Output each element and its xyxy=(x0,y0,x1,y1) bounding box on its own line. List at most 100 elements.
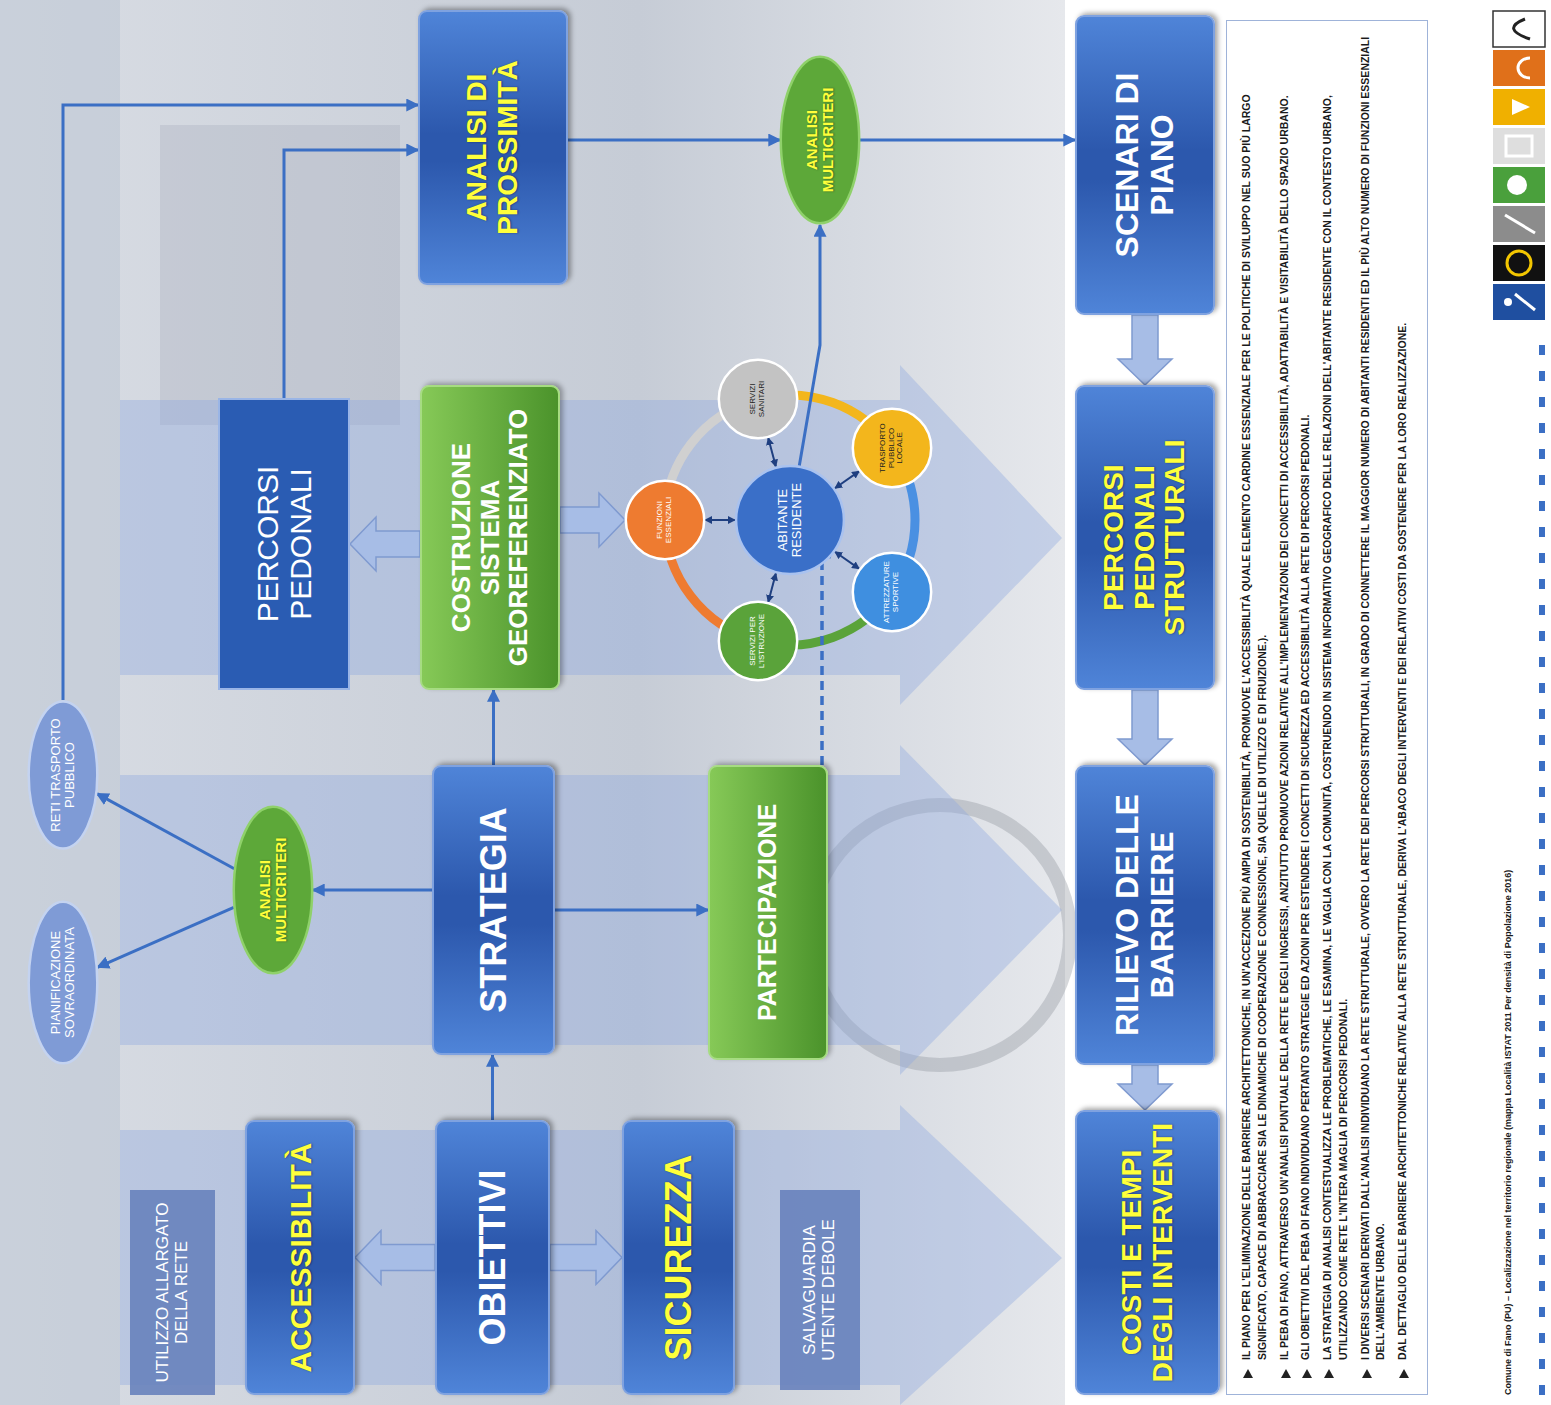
node-label: SALVAGUARDIA UTENTE DEBOLE xyxy=(801,1198,838,1382)
connector-line xyxy=(835,471,859,488)
bullet-arrow xyxy=(1399,1369,1409,1378)
block-arrow xyxy=(550,1231,622,1285)
ellipse-shape xyxy=(719,360,797,438)
node-label: RETI TRASPORTO PUBBLICO xyxy=(49,718,78,832)
flow-band-arrow xyxy=(120,1105,1062,1405)
ellipse-shape xyxy=(853,553,931,631)
node-label: UTILIZZO ALLARGATO DELLA RETE xyxy=(154,1198,191,1387)
ellipse-shape xyxy=(719,602,797,680)
ellipse-shape xyxy=(29,702,98,849)
block-arrow xyxy=(1118,690,1172,765)
icon xyxy=(1493,167,1545,203)
note-item: LA STRATEGIA DI ANALISI CONTESTUALIZZA L… xyxy=(1320,35,1352,1380)
block-arrow xyxy=(355,1231,435,1285)
ellipse-shape xyxy=(29,902,98,1064)
connector-line xyxy=(705,519,735,521)
node-label: ANALISI MULTICRITERI xyxy=(804,73,837,207)
icon xyxy=(1493,11,1545,47)
process-box: SCENARI DI PIANO xyxy=(1075,15,1215,315)
node-label: COSTI E TEMPI DEGLI INTERVENTI xyxy=(1117,1122,1179,1383)
circle-node: ATTREZZATURE SPORTIVE xyxy=(852,552,932,632)
process-box: PERCORSI PEDONALI xyxy=(218,398,350,690)
photo-background xyxy=(0,0,1065,1405)
icon-glyph xyxy=(1505,215,1535,233)
connector-line xyxy=(835,552,859,569)
circle-node: SERVIZI SANITARI xyxy=(718,359,798,439)
circle-node: SERVIZI PER L'ISTRUZIONE xyxy=(718,601,798,681)
icon-glyph xyxy=(1507,251,1531,275)
note-box: UTILIZZO ALLARGATO DELLA RETE xyxy=(130,1190,215,1395)
icon xyxy=(1493,128,1545,164)
process-box: ACCESSIBILITÀ xyxy=(245,1120,355,1395)
note-text: IL PIANO PER L'ELIMINAZIONE DELLE BARRIE… xyxy=(1240,94,1268,1360)
bullet-arrow xyxy=(1302,1369,1312,1378)
bullet-arrow xyxy=(1243,1369,1253,1378)
footer-text: Comune di Fano (PU) – Localizzazione nel… xyxy=(1503,870,1513,1395)
node-label: ABITANTE RESIDENTE xyxy=(776,473,805,567)
flow-band-arrow xyxy=(120,365,1062,705)
ellipse-shape xyxy=(781,57,859,224)
node-label: PIANIFICAZIONE SOVRAORDINATA xyxy=(49,918,78,1047)
block-arrow xyxy=(350,517,420,571)
node-label: TRASPORTO PUBBLICO LOCALE xyxy=(879,416,905,480)
process-box: ANALISI DI PROSSIMITÀ xyxy=(418,10,568,285)
bullet-arrow xyxy=(1324,1369,1334,1378)
bullet-arrow xyxy=(1362,1369,1372,1378)
block-arrow xyxy=(560,493,625,547)
node-label: ATTREZZATURE SPORTIVE xyxy=(883,560,901,624)
connector-line xyxy=(860,139,1075,142)
ellipse-node: PIANIFICAZIONE SOVRAORDINATA xyxy=(28,900,98,1065)
connector-line xyxy=(555,909,708,912)
ellipse-shape xyxy=(736,466,844,574)
dashed-rule xyxy=(1539,335,1545,1395)
node-label: SERVIZI PER L'ISTRUZIONE xyxy=(749,609,767,673)
node-label: SERVIZI SANITARI xyxy=(749,367,767,431)
note-text: I DIVERSI SCENARI DERIVATI DALL'ANALISI … xyxy=(1359,37,1387,1360)
ellipse-shape xyxy=(853,409,931,487)
note-item: I DIVERSI SCENARI DERIVATI DALL'ANALISI … xyxy=(1358,35,1390,1380)
circle-node: FUNZIONI ESSENZIALI xyxy=(625,480,705,560)
ellipse-shape xyxy=(234,807,312,974)
icon xyxy=(1493,206,1545,242)
circle-node: ABITANTE RESIDENTE xyxy=(735,465,845,575)
note-item: IL PIANO PER L'ELIMINAZIONE DELLE BARRIE… xyxy=(1239,35,1271,1380)
connector-line xyxy=(568,139,780,142)
icon-glyph xyxy=(1514,19,1530,39)
node-label: FUNZIONI ESSENZIALI xyxy=(656,488,674,552)
note-text: LA STRATEGIA DI ANALISI CONTESTUALIZZA L… xyxy=(1321,95,1349,1360)
process-box: STRATEGIA xyxy=(432,765,555,1055)
note-item: GLI OBIETTIVI DEL PEBA DI FANO INDIVIDUA… xyxy=(1298,35,1314,1380)
icon-glyph xyxy=(1506,136,1532,156)
dashed-connector xyxy=(822,550,830,765)
node-label: ANALISI MULTICRITERI xyxy=(257,823,290,957)
node-label: PERCORSI PEDONALI STRUTTURALI xyxy=(1099,397,1191,678)
icon-glyph xyxy=(1507,175,1527,195)
node-label: PERCORSI PEDONALI xyxy=(251,410,317,678)
icon xyxy=(1493,50,1545,86)
flow-band-arrow xyxy=(120,745,1062,1075)
block-arrow xyxy=(1118,1065,1172,1110)
node-label: ANALISI DI PROSSIMITÀ xyxy=(462,22,524,273)
node-label: SICUREZZA xyxy=(659,1155,699,1361)
note-item: DAL DETTAGLIO DELLE BARRIERE ARCHITETTON… xyxy=(1395,35,1411,1380)
process-box: COSTI E TEMPI DEGLI INTERVENTI xyxy=(1075,1110,1220,1395)
ellipse-shape xyxy=(626,481,704,559)
node-label: COSTRUZIONE SISTEMA GEOREFERENZIATO xyxy=(447,397,533,678)
icon xyxy=(1493,245,1545,281)
notes-panel: IL PIANO PER L'ELIMINAZIONE DELLE BARRIE… xyxy=(1226,20,1428,1395)
node-label: RILIEVO DELLE BARRIERE xyxy=(1110,777,1180,1053)
note-box: SALVAGUARDIA UTENTE DEBOLE xyxy=(780,1190,860,1390)
photo-street xyxy=(160,125,400,425)
node-label: PARTECIPAZIONE xyxy=(754,804,782,1021)
connector-line xyxy=(768,573,776,602)
accessibility-icons xyxy=(1493,11,1545,320)
connector-line xyxy=(491,1055,494,1120)
note-text: IL PEBA DI FANO, ATTRAVERSO UN'ANALISI P… xyxy=(1278,95,1290,1360)
process-box: COSTRUZIONE SISTEMA GEOREFERENZIATO xyxy=(420,385,560,690)
connector-line xyxy=(768,438,776,467)
icon-glyph xyxy=(1504,298,1512,306)
connector-line xyxy=(799,225,820,466)
circle-node: TRASPORTO PUBBLICO LOCALE xyxy=(852,408,932,488)
process-box: OBIETTIVI xyxy=(435,1120,550,1395)
